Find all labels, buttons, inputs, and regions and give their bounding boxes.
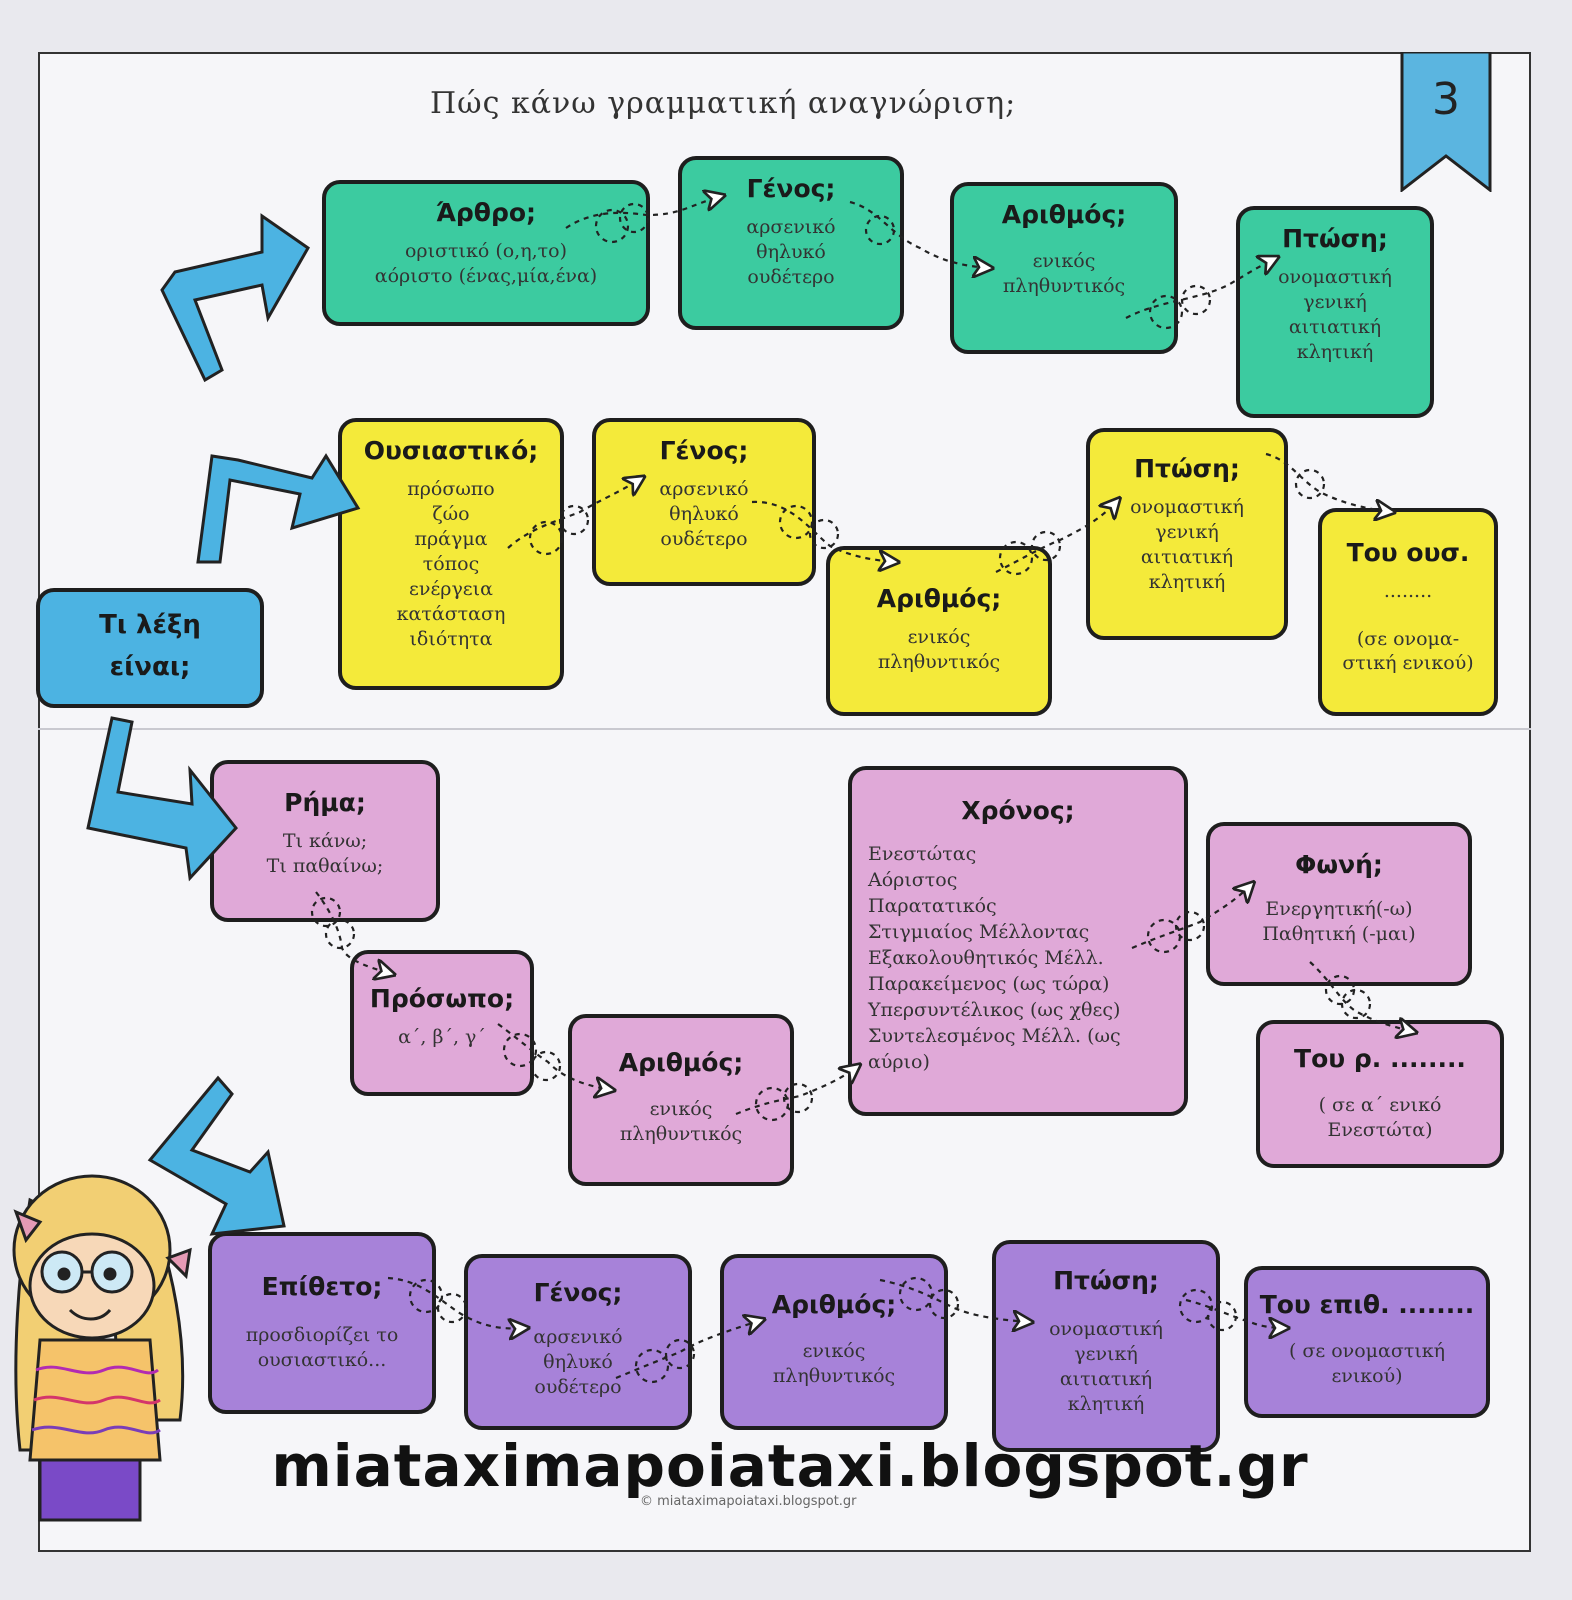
worksheet-title: Πώς κάνω γραμματική αναγνώριση; xyxy=(430,86,1017,121)
verb-base-form-box: Του ρ. ........ ( σε α΄ ενικό Ενεστώτα) xyxy=(1256,1020,1504,1168)
adjective-box: Επίθετο; προσδιορίζει το ουσιαστικό... xyxy=(208,1232,436,1414)
verb-voice-heading: Φωνή; xyxy=(1295,850,1383,879)
noun-heading: Ουσιαστικό; xyxy=(363,436,539,465)
page-number: 3 xyxy=(1432,74,1460,125)
noun-number-box: Αριθμός; ενικός πληθυντικός xyxy=(826,546,1052,716)
arrow-to-adjective-icon xyxy=(147,1075,286,1236)
article-case-options: ονομαστική γενική αιτιατική κλητική xyxy=(1278,266,1392,363)
noun-gender-heading: Γένος; xyxy=(659,436,749,465)
page-fold-line xyxy=(38,728,1531,730)
article-gender-box: Γένος; αρσενικό θηλυκό ουδέτερο xyxy=(678,156,904,330)
noun-number-options: ενικός πληθυντικός xyxy=(877,626,1001,673)
article-gender-options: αρσενικό θηλυκό ουδέτερο xyxy=(746,216,836,288)
adjective-number-options: ενικός πληθυντικός xyxy=(772,1340,896,1387)
adjective-base-form-text: ( σε ονομαστική ενικού) xyxy=(1288,1340,1446,1387)
verb-number-options: ενικός πληθυντικός xyxy=(619,1098,743,1145)
noun-case-options: ονομαστική γενική αιτιατική κλητική xyxy=(1130,496,1244,593)
adjective-case-box: Πτώση; ονομαστική γενική αιτιατική κλητι… xyxy=(992,1240,1220,1452)
arrow-to-article-icon xyxy=(160,213,310,383)
website-watermark: miataximapoiataxi.blogspot.gr xyxy=(271,1432,1309,1500)
arrow-to-noun-icon xyxy=(196,453,361,564)
adjective-case-heading: Πτώση; xyxy=(1053,1266,1159,1295)
verb-tense-heading: Χρόνος; xyxy=(961,796,1075,825)
article-options: οριστικό (ο,η,το) αόριστο (ένας,μία,ένα) xyxy=(374,240,598,287)
noun-base-form-heading: Του ουσ. xyxy=(1346,538,1470,567)
article-number-box: Αριθμός; ενικός πληθυντικός xyxy=(950,182,1178,354)
start-label: Τι λέξη είναι; xyxy=(99,610,201,682)
noun-gender-options: αρσενικό θηλυκό ουδέτερο xyxy=(659,478,749,550)
verb-tense-box: Χρόνος; Ενεστώτας Αόριστος Παρατατικός Σ… xyxy=(848,766,1188,1116)
verb-person-heading: Πρόσωπο; xyxy=(369,984,515,1013)
noun-box: Ουσιαστικό; πρόσωπο ζώο πράγμα τόπος ενέ… xyxy=(338,418,564,690)
adjective-number-heading: Αριθμός; xyxy=(771,1290,897,1319)
verb-number-heading: Αριθμός; xyxy=(618,1048,744,1077)
adjective-number-box: Αριθμός; ενικός πληθυντικός xyxy=(720,1254,948,1430)
adjective-gender-box: Γένος; αρσενικό θηλυκό ουδέτερο xyxy=(464,1254,692,1430)
dotted-connectors xyxy=(310,196,1414,1384)
arrow-to-verb-icon xyxy=(86,716,238,882)
verb-base-form-heading: Του ρ. ........ xyxy=(1294,1044,1466,1073)
noun-number-heading: Αριθμός; xyxy=(876,584,1002,613)
adjective-options: προσδιορίζει το ουσιαστικό... xyxy=(245,1324,399,1371)
adjective-gender-options: αρσενικό θηλυκό ουδέτερο xyxy=(533,1326,623,1398)
bookmark-ribbon-icon xyxy=(1400,52,1492,192)
article-gender-heading: Γένος; xyxy=(746,174,836,203)
start-box: Τι λέξη είναι; xyxy=(36,588,264,708)
noun-options: πρόσωπο ζώο πράγμα τόπος ενέργεια κατάστ… xyxy=(396,478,506,650)
noun-base-form-box: Του ουσ. ........ (σε ονομα- στική ενικο… xyxy=(1318,508,1498,716)
noun-case-box: Πτώση; ονομαστική γενική αιτιατική κλητι… xyxy=(1086,428,1288,640)
girl-illustration-icon xyxy=(12,1174,192,1522)
article-case-box: Πτώση; ονομαστική γενική αιτιατική κλητι… xyxy=(1236,206,1434,418)
verb-person-options: α΄, β΄, γ΄ xyxy=(398,1026,486,1048)
verb-options: Τι κάνω; Τι παθαίνω; xyxy=(266,830,384,877)
adjective-base-form-heading: Του επιθ. ........ xyxy=(1259,1290,1475,1319)
adjective-gender-heading: Γένος; xyxy=(533,1278,623,1307)
article-heading: Άρθρο; xyxy=(435,198,537,227)
verb-base-form-text: ( σε α΄ ενικό Ενεστώτα) xyxy=(1318,1094,1442,1141)
article-case-heading: Πτώση; xyxy=(1282,224,1388,253)
adjective-heading: Επίθετο; xyxy=(261,1272,383,1301)
article-number-options: ενικός πληθυντικός xyxy=(1002,250,1126,297)
verb-voice-options: Ενεργητική(-ω) Παθητική (-μαι) xyxy=(1262,898,1416,945)
noun-base-form-text: ........ (σε ονομα- στική ενικού) xyxy=(1342,580,1474,674)
noun-case-heading: Πτώση; xyxy=(1134,454,1240,483)
verb-heading: Ρήμα; xyxy=(284,788,366,817)
copyright-text: © miataximapoiataxi.blogspot.gr xyxy=(640,1494,857,1509)
article-number-heading: Αριθμός; xyxy=(1001,200,1127,229)
adjective-base-form-box: Του επιθ. ........ ( σε ονομαστική ενικο… xyxy=(1244,1266,1490,1418)
adjective-case-options: ονομαστική γενική αιτιατική κλητική xyxy=(1049,1318,1163,1415)
verb-tense-options: Ενεστώτας Αόριστος Παρατατικός Στιγμιαίο… xyxy=(868,843,1121,1073)
noun-gender-box: Γένος; αρσενικό θηλυκό ουδέτερο xyxy=(592,418,816,586)
article-box: Άρθρο; οριστικό (ο,η,το) αόριστο (ένας,μ… xyxy=(322,180,650,326)
